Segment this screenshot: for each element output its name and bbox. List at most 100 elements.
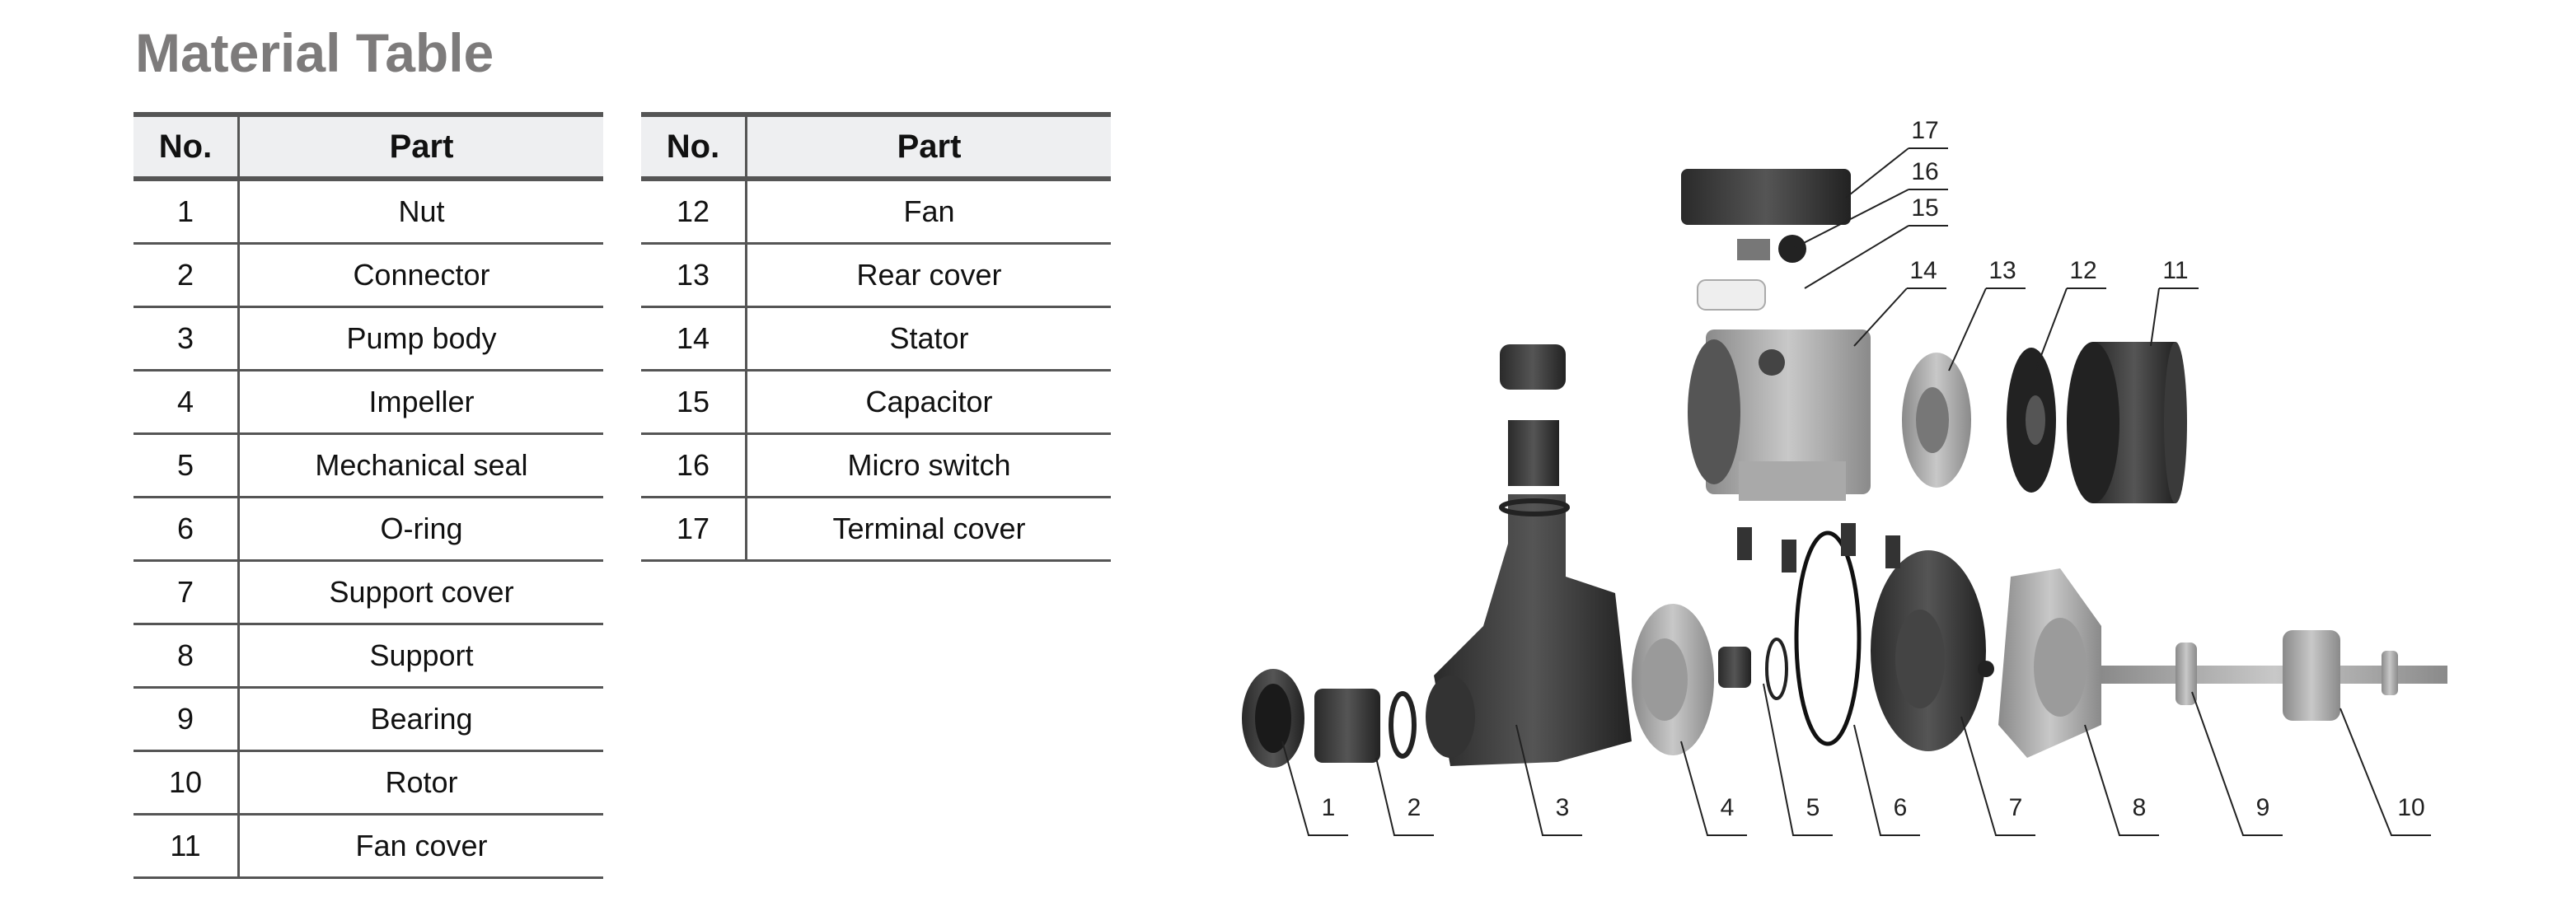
part-number: 11 xyxy=(133,814,240,879)
callout-label: 17 xyxy=(1911,117,1938,144)
callout-line xyxy=(1791,189,1948,250)
callout-line xyxy=(1853,287,1946,347)
callout-line xyxy=(1845,147,1948,199)
callout-label: 11 xyxy=(2162,257,2188,284)
part-name: Support xyxy=(238,624,603,689)
part-number: 16 xyxy=(641,433,747,498)
callout-label: 6 xyxy=(1894,794,1908,821)
callout-label: 13 xyxy=(1988,257,2016,284)
callout-label: 9 xyxy=(2256,794,2270,821)
part-number: 17 xyxy=(641,497,747,562)
part-number: 15 xyxy=(641,370,747,435)
gasket-part xyxy=(1499,498,1570,516)
part-number: 1 xyxy=(133,179,240,245)
callout-line xyxy=(1281,741,1348,836)
callout-line xyxy=(1680,741,1747,836)
part-name: Rear cover xyxy=(746,243,1111,308)
callout-line xyxy=(1515,724,1582,836)
oring-part xyxy=(1765,530,1862,746)
callout-label: 2 xyxy=(1407,794,1421,821)
part-number: 13 xyxy=(641,243,747,308)
mechanical-seal-part xyxy=(1718,647,1751,688)
callout-line xyxy=(2150,287,2199,347)
part-number: 8 xyxy=(133,624,240,689)
callout-line xyxy=(1763,683,1833,836)
callout-line xyxy=(1960,716,2035,836)
fan-cover-part xyxy=(2067,342,2187,503)
part-name: Bearing xyxy=(238,687,603,752)
oring-small-part xyxy=(1389,691,1417,759)
part-name: Rotor xyxy=(238,750,603,816)
part-number: 9 xyxy=(133,687,240,752)
fan-part xyxy=(2007,348,2056,493)
part-name: Mechanical seal xyxy=(238,433,603,498)
callout-label: 1 xyxy=(1322,794,1336,821)
pump-body-part xyxy=(1426,494,1632,766)
table-header-row: No. Part xyxy=(641,112,1111,181)
part-name: Fan xyxy=(746,179,1111,245)
callout-label: 5 xyxy=(1806,794,1820,821)
callout-label: 12 xyxy=(2069,257,2096,284)
part-number: 7 xyxy=(133,560,240,625)
part-number: 5 xyxy=(133,433,240,498)
callout-label: 8 xyxy=(2133,794,2147,821)
part-number: 2 xyxy=(133,243,240,308)
part-name: Nut xyxy=(238,179,603,245)
part-number: 14 xyxy=(641,306,747,372)
part-name: Micro switch xyxy=(746,433,1111,498)
part-number: 4 xyxy=(133,370,240,435)
cap-nut-part xyxy=(1500,344,1566,390)
callout-label: 10 xyxy=(2397,794,2424,821)
page-title: Material Table xyxy=(135,22,494,83)
header-part: Part xyxy=(746,112,1111,181)
callout-line xyxy=(2191,691,2283,836)
support-cover-part xyxy=(1871,550,1986,751)
capacitor-part xyxy=(1697,279,1766,311)
nut-part xyxy=(1242,669,1304,768)
part-name: Capacitor xyxy=(746,370,1111,435)
part-name: Terminal cover xyxy=(746,497,1111,562)
impeller-part xyxy=(1632,604,1714,755)
rotor-shaft-part xyxy=(2101,630,2447,721)
callout-line xyxy=(2084,724,2159,836)
callout-line xyxy=(1853,724,1920,836)
part-name: O-ring xyxy=(238,497,603,562)
feet-screws-part xyxy=(1737,523,1900,572)
callout-label: 3 xyxy=(1556,794,1570,821)
header-part: Part xyxy=(238,112,603,181)
part-name: Pump body xyxy=(238,306,603,372)
part-name: Impeller xyxy=(238,370,603,435)
connector-part xyxy=(1314,689,1380,763)
part-number: 12 xyxy=(641,179,747,245)
sleeve-part xyxy=(1508,420,1559,486)
callout-label: 14 xyxy=(1909,257,1937,284)
stator-part xyxy=(1688,329,1871,501)
callout-label: 16 xyxy=(1911,158,1938,185)
callout-line xyxy=(2339,708,2431,836)
part-name: Support cover xyxy=(238,560,603,625)
header-no: No. xyxy=(641,112,747,181)
callout-line xyxy=(1948,287,2026,372)
part-name: Connector xyxy=(238,243,603,308)
micro-switch-part xyxy=(1737,235,1806,263)
callout-line xyxy=(1375,757,1434,836)
table-header-row: No. Part xyxy=(133,112,603,181)
support-part xyxy=(1978,568,2101,758)
